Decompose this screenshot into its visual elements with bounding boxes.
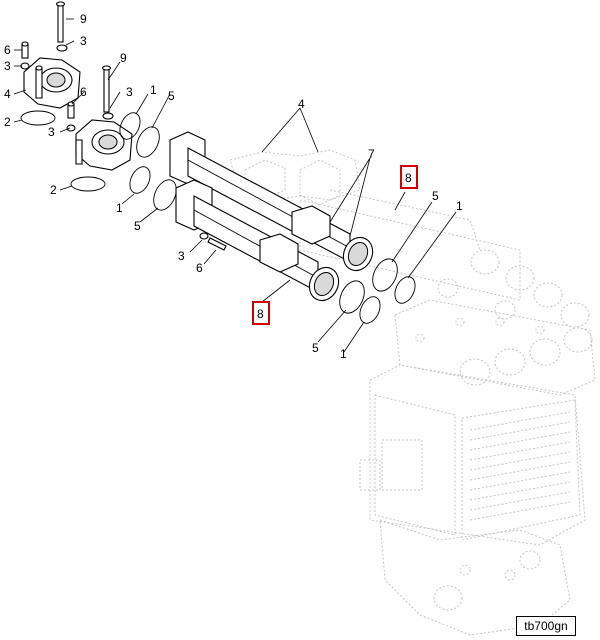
highlight-box-8-lower	[252, 301, 270, 325]
callout-5: 5	[134, 219, 141, 233]
callout-6: 6	[80, 85, 87, 99]
callout-5: 5	[432, 189, 439, 203]
callout-1: 1	[116, 201, 123, 215]
flange-lower	[75, 119, 133, 171]
callout-1: 1	[340, 347, 347, 361]
highlight-box-8-upper	[400, 165, 418, 189]
callout-6: 6	[4, 43, 11, 57]
callout-3: 3	[80, 34, 87, 48]
o-ring-upper	[20, 110, 56, 126]
callout-2: 2	[50, 183, 57, 197]
callout-numbers: 1 1 1 1 5 5 5 5 2 2 3 3 3 3 3 4 4 6 6 6 …	[4, 12, 463, 361]
dowel-upper	[20, 41, 30, 70]
o-ring-5-d	[339, 280, 365, 314]
callout-3: 3	[4, 59, 11, 73]
o-ring-5-b	[153, 179, 177, 211]
callout-9: 9	[120, 51, 127, 65]
o-ring-lower	[70, 176, 106, 192]
o-ring-1-d	[359, 296, 381, 324]
callout-3: 3	[178, 249, 185, 263]
callout-1: 1	[456, 199, 463, 213]
leader-lines	[13, 18, 457, 353]
coolant-pipe-lower	[175, 179, 340, 302]
callout-9: 9	[80, 12, 87, 26]
callout-3: 3	[48, 125, 55, 139]
callout-5: 5	[168, 89, 175, 103]
o-ring-5-c	[372, 258, 398, 292]
ghost-engine-assembly	[229, 149, 596, 636]
bolt-small	[199, 232, 227, 251]
callout-2: 2	[4, 115, 11, 129]
callout-3: 3	[126, 85, 133, 99]
callout-7: 7	[368, 147, 375, 161]
flange-upper	[23, 57, 81, 109]
callout-8: 8	[257, 307, 264, 321]
dowel-lower	[66, 101, 76, 132]
bolt-upper	[55, 1, 68, 52]
callout-5: 5	[312, 341, 319, 355]
figure-reference-code: tb700gn	[516, 616, 576, 636]
o-ring-1-c	[394, 276, 416, 304]
callout-1: 1	[150, 83, 157, 97]
callout-4: 4	[4, 87, 11, 101]
callout-4: 4	[298, 97, 305, 111]
o-ring-1-b	[129, 166, 151, 194]
o-ring-5-a	[136, 126, 160, 158]
callout-6: 6	[196, 261, 203, 275]
bolt-lower	[101, 65, 114, 120]
callout-8: 8	[405, 171, 412, 185]
o-ring-1-a	[119, 112, 141, 140]
coolant-pipe-upper	[169, 131, 374, 272]
